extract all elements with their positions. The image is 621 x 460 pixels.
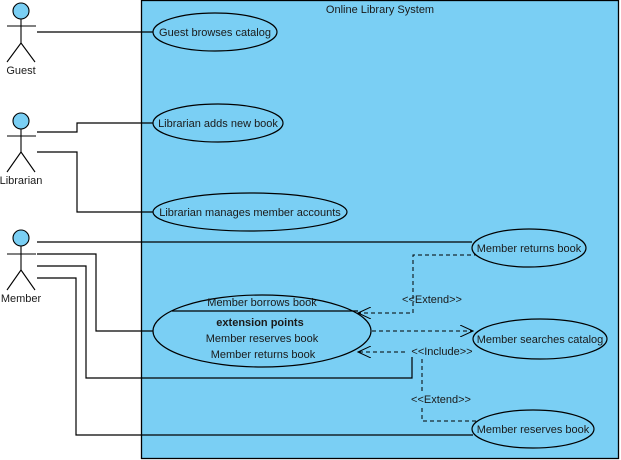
actor-member[interactable]: Member [1,229,42,305]
extension-point: Member returns book [211,349,316,361]
actor-label: Guest [6,65,35,77]
association-member-borrows[interactable] [37,253,153,332]
association-librarian-manages[interactable] [37,151,153,213]
actor-guest[interactable]: Guest [6,2,36,77]
use-case-label: Member reserves book [477,424,590,436]
use-case-member-reserves[interactable]: Member reserves book [471,409,595,449]
use-case-member-searches[interactable]: Member searches catalog [472,318,608,360]
use-case-label: Librarian adds new book [158,118,278,130]
extension-point: Member reserves book [206,333,319,345]
stereotype-include: <<Include>> [411,346,472,358]
actor-stick-figure-icon [6,2,36,63]
actor-stick-figure-icon [6,112,36,173]
actor-label: Librarian [0,175,42,187]
label-background [408,392,474,405]
system-title: Online Library System [326,4,434,16]
use-case-guest-browses[interactable]: Guest browses catalog [152,12,278,52]
stereotype-extend-2: <<Extend>> [411,394,471,406]
association-member-borrows-2[interactable] [37,265,413,379]
use-case-label: Guest browses catalog [159,27,271,39]
use-case-member-borrows[interactable]: Member borrows book extension points Mem… [152,294,372,368]
actor-stick-figure-icon [6,229,36,291]
actor-librarian[interactable]: Librarian [0,112,42,187]
stereotype-extend-1: <<Extend>> [402,294,462,306]
use-case-label: Librarian manages member accounts [159,207,341,219]
extend-reserves-to-borrows[interactable] [358,352,476,422]
use-case-librarian-adds[interactable]: Librarian adds new book [152,103,284,143]
extend-returns-to-borrows[interactable] [358,254,478,313]
association-librarian-adds[interactable] [37,122,153,133]
use-case-member-returns[interactable]: Member returns book [471,228,587,268]
actor-label: Member [1,293,42,305]
association-member-reserves[interactable] [37,277,473,436]
use-case-label: Member returns book [477,243,582,255]
extension-points-title: extension points [216,317,303,329]
use-case-label: Member borrows book [207,297,317,309]
use-case-librarian-manages[interactable]: Librarian manages member accounts [152,192,348,232]
label-background [405,344,475,357]
use-case-label: Member searches catalog [477,334,604,346]
